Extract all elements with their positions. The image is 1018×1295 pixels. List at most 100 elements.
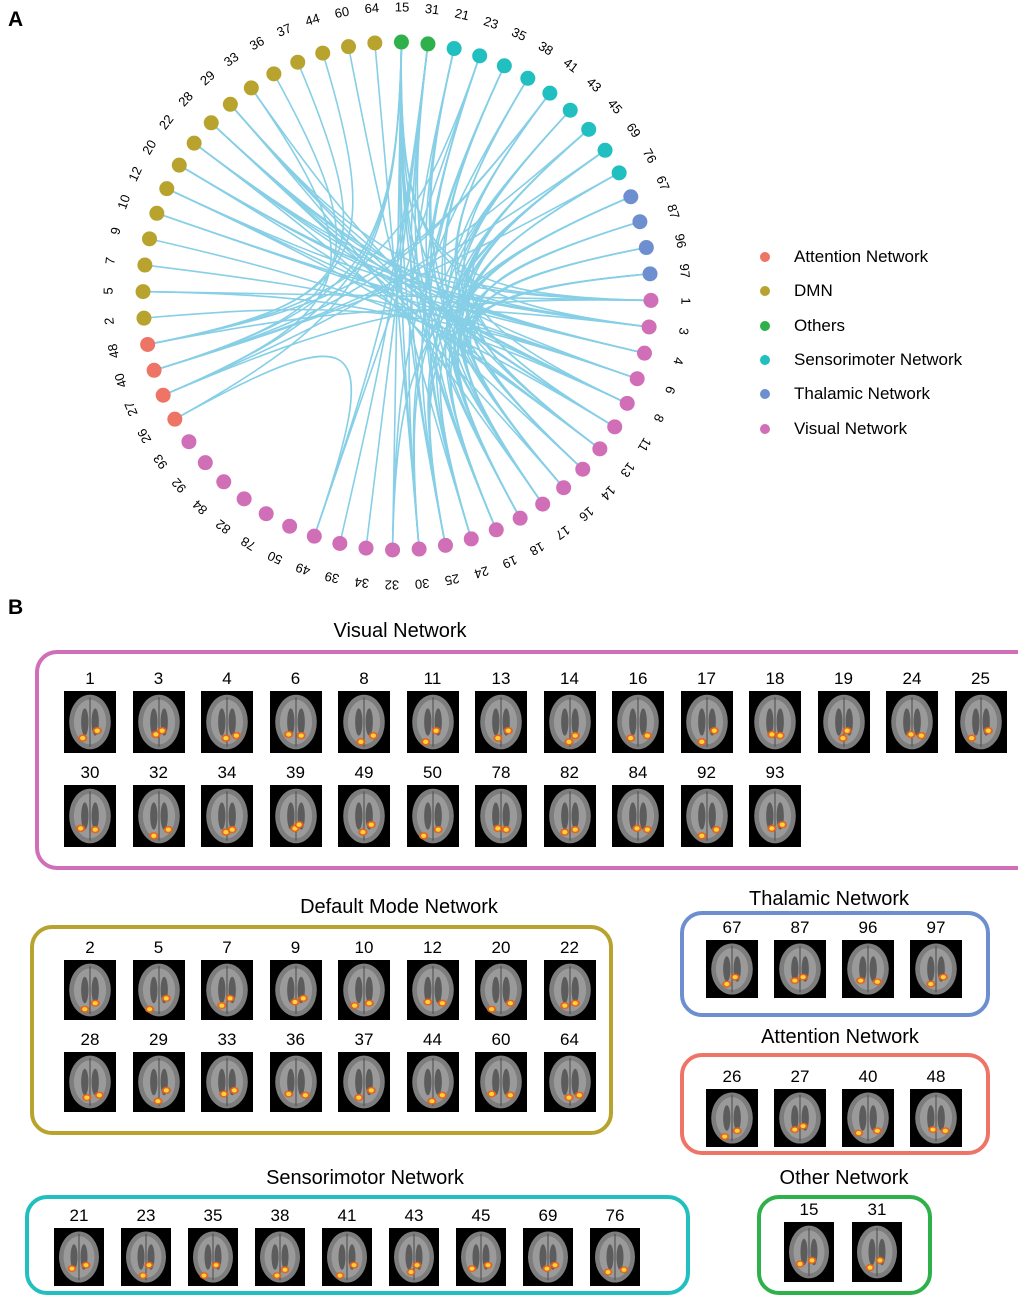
chord-node-label-92: 92 [168, 475, 189, 496]
chord-node-22 [186, 135, 202, 151]
component-number: 32 [149, 763, 168, 782]
chord-node-label-44: 44 [303, 10, 321, 29]
component-number: 35 [203, 1206, 223, 1225]
component-number: 2 [85, 938, 95, 957]
chord-node-label-96: 96 [672, 232, 689, 249]
component-number: 16 [628, 669, 648, 688]
chord-node-18 [512, 510, 528, 526]
chord-node-3 [641, 319, 657, 335]
chord-node-69 [597, 142, 613, 158]
chord-node-label-2: 2 [101, 317, 117, 326]
brain-map-image [338, 785, 390, 847]
legend-label: Sensorimoter Network [794, 350, 963, 370]
chord-node-67 [623, 189, 639, 205]
chord-node-96 [638, 240, 654, 256]
network-box [680, 1053, 990, 1155]
chord-node-28 [203, 115, 219, 131]
chord-node-78 [258, 506, 274, 522]
brain-map-image [64, 960, 116, 1020]
network-title: Default Mode Network [300, 896, 498, 918]
component-number: 14 [560, 669, 579, 688]
component-number: 48 [926, 1067, 946, 1086]
chord-edge [374, 42, 420, 550]
component-number: 43 [404, 1206, 424, 1225]
component-number: 44 [423, 1030, 442, 1049]
brain-map-image [64, 785, 116, 847]
chord-node-36 [266, 66, 282, 82]
brain-map-image [749, 785, 801, 847]
chord-node-label-6: 6 [662, 384, 679, 396]
chord-node-label-41: 41 [561, 55, 582, 76]
legend-item: Sensorimoter Network [760, 343, 962, 377]
chord-node-92 [197, 455, 213, 471]
chord-node-16 [556, 480, 572, 496]
chord-edge [147, 52, 354, 346]
chord-node-label-38: 38 [536, 38, 556, 58]
component-number: 64 [560, 1030, 579, 1049]
chord-edge [229, 103, 544, 505]
chord-node-label-36: 36 [247, 33, 267, 53]
chord-node-label-19: 19 [500, 552, 519, 571]
network-title: Visual Network [333, 620, 467, 642]
chord-edges [143, 42, 651, 550]
network-box [30, 925, 613, 1135]
legend-label: Visual Network [794, 418, 908, 438]
chord-node-label-33: 33 [221, 49, 241, 70]
chord-node-label-82: 82 [213, 516, 234, 537]
chord-node-label-34: 34 [354, 575, 370, 592]
chord-node-9 [142, 231, 158, 247]
chord-node-label-21: 21 [453, 5, 470, 23]
brain-map-image [543, 960, 596, 1020]
network-box [35, 650, 1018, 870]
chord-node-label-84: 84 [189, 497, 210, 518]
component-number: 41 [337, 1206, 357, 1225]
component-number: 36 [286, 1030, 305, 1049]
chord-node-label-31: 31 [424, 1, 440, 18]
brain-map-image [255, 1228, 305, 1286]
chord-node-97 [642, 266, 658, 282]
chord-node-87 [632, 214, 648, 230]
component-number: 10 [354, 938, 374, 957]
legend-label: DMN [794, 281, 833, 301]
chord-node-11 [607, 419, 623, 435]
component-number: 60 [491, 1030, 511, 1049]
brain-map-image [389, 1228, 439, 1286]
chord-node-32 [385, 542, 401, 558]
chord-node-label-60: 60 [333, 4, 350, 21]
brain-map-image [784, 1222, 834, 1282]
chord-node-label-3: 3 [676, 327, 692, 336]
brain-map-image [612, 785, 664, 847]
chord-node-40 [146, 362, 162, 378]
legend-label: Others [794, 315, 846, 335]
component-number: 19 [834, 669, 853, 688]
brain-map-image [201, 691, 253, 753]
chord-node-label-26: 26 [134, 426, 154, 446]
brain-map-image [910, 940, 962, 998]
component-number: 40 [858, 1067, 878, 1086]
component-number: 28 [80, 1030, 100, 1049]
legend-swatch [760, 252, 770, 263]
chord-node-33 [243, 80, 259, 96]
brain-map-image [886, 691, 938, 753]
chord-node-60 [341, 39, 357, 55]
network-title: Thalamic Network [748, 888, 910, 910]
chord-node-label-40: 40 [111, 371, 130, 389]
component-number: 31 [867, 1200, 887, 1219]
chord-node-label-69: 69 [623, 120, 644, 140]
chord-node-48 [140, 336, 156, 352]
chord-node-6 [629, 371, 645, 387]
brain-map-image [132, 691, 185, 753]
chord-node-5 [135, 284, 151, 300]
chord-node-43 [562, 102, 578, 118]
chord-node-20 [171, 157, 187, 173]
brain-map-image [543, 1052, 596, 1112]
brain-map-image [543, 691, 596, 753]
chord-node-label-28: 28 [175, 88, 196, 109]
chord-node-label-97: 97 [677, 263, 693, 279]
chord-edge [156, 212, 645, 354]
brain-map-image [406, 691, 459, 753]
brain-map-image [269, 691, 322, 753]
component-number: 97 [926, 918, 946, 937]
component-number: 45 [471, 1206, 491, 1225]
